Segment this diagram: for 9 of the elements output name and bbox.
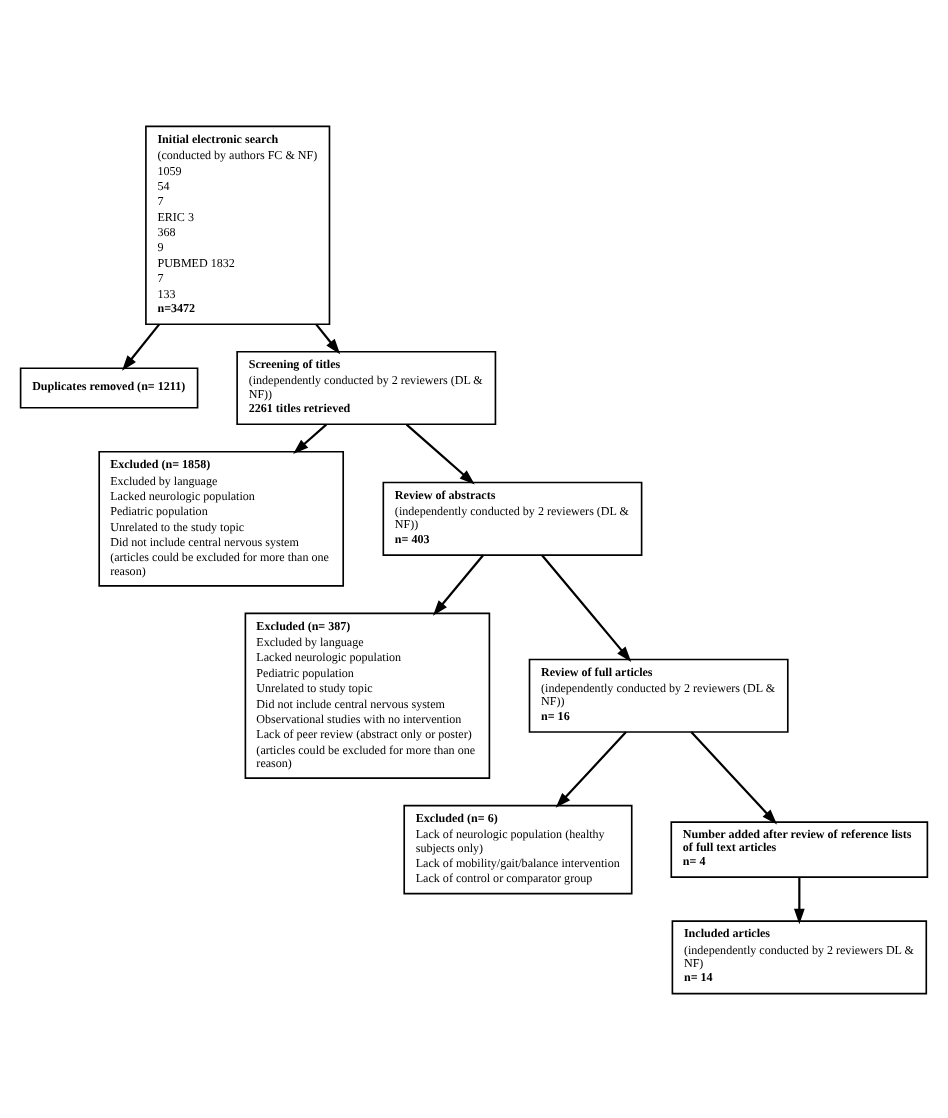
arrow [793, 876, 805, 924]
arrow [293, 422, 327, 453]
arrow [555, 730, 627, 807]
arrow [315, 322, 341, 354]
arrow [432, 553, 484, 615]
arrow [122, 322, 161, 370]
arrow [405, 422, 475, 484]
arrow [541, 553, 632, 661]
arrow [690, 730, 778, 824]
